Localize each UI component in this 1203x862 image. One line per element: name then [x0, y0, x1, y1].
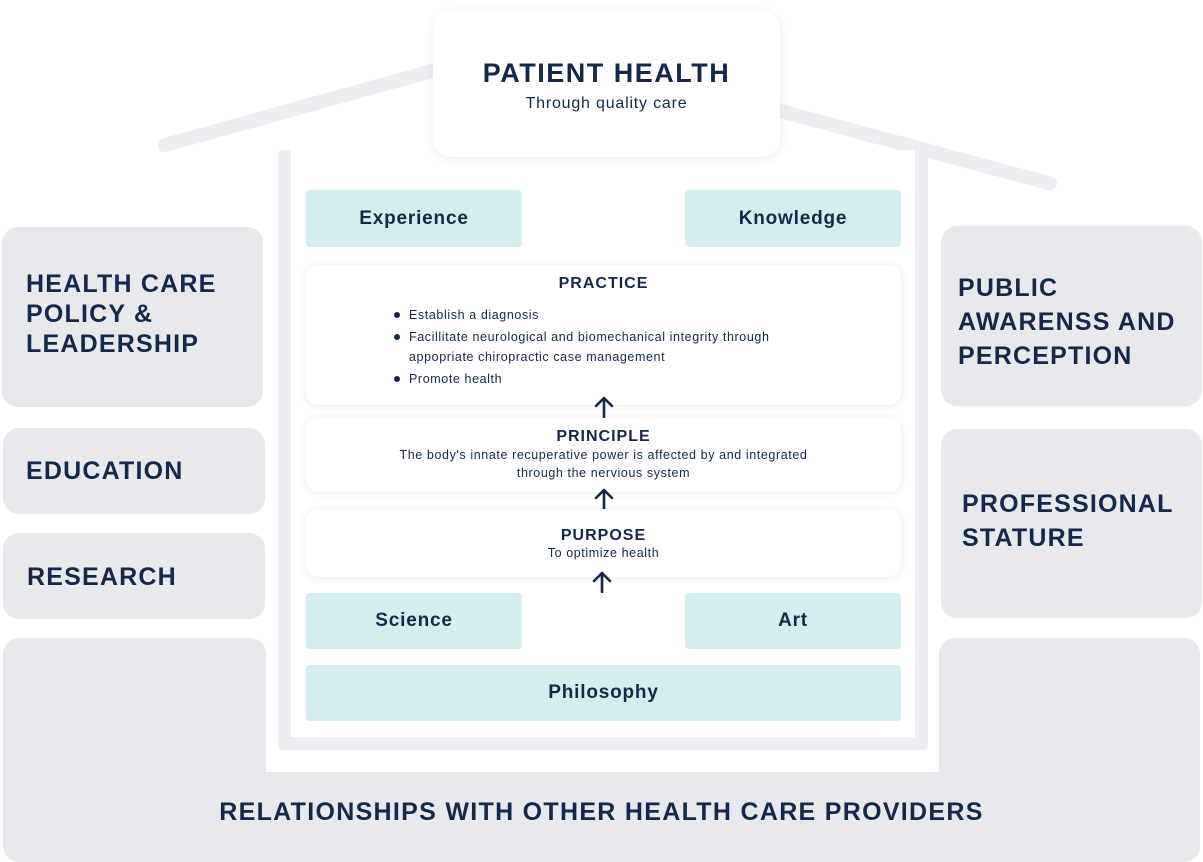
principle-title: PRINCIPLE — [556, 428, 651, 445]
arrow-up-icon — [592, 571, 612, 593]
education-label: EDUCATION — [26, 457, 184, 485]
experience-box: Experience — [306, 190, 522, 247]
science-box: Science — [306, 593, 522, 649]
purpose-card: PURPOSE To optimize health — [306, 509, 901, 577]
practice-card: PRACTICE Establish a diagnosis Facillita… — [306, 265, 901, 405]
principle-card: PRINCIPLE The body's innate recuperative… — [306, 418, 901, 492]
purpose-title: PURPOSE — [560, 527, 647, 544]
purpose-text: To optimize health — [547, 546, 660, 560]
patient-health-title: PATIENT HEALTH — [482, 58, 731, 88]
foundation-label: RELATIONSHIPS WITH OTHER HEALTH CARE PRO… — [219, 798, 984, 826]
public-label: PUBLIC AWARENSS AND PERCEPTION — [958, 274, 1176, 370]
patient-health-card: PATIENT HEALTH Through quality care — [433, 10, 780, 157]
principle-text: The body's innate recuperative power is … — [399, 448, 808, 480]
practice-item: Facillitate neurological and biomechanic… — [394, 327, 784, 367]
patient-health-subtitle: Through quality care — [525, 95, 688, 112]
research-panel: RESEARCH — [3, 533, 265, 619]
philosophy-box: Philosophy — [306, 665, 901, 721]
policy-label: HEALTH CARE POLICY & LEADERSHIP — [26, 270, 217, 358]
public-panel: PUBLIC AWARENSS AND PERCEPTION — [941, 226, 1202, 406]
arrow-up-icon — [594, 488, 614, 510]
policy-panel: HEALTH CARE POLICY & LEADERSHIP — [2, 227, 263, 407]
practice-item: Promote health — [394, 369, 814, 389]
practice-item: Establish a diagnosis — [394, 305, 814, 325]
stature-panel: PROFESSIONAL STATURE — [941, 429, 1202, 618]
knowledge-box: Knowledge — [685, 190, 901, 247]
arrow-up-icon — [594, 396, 614, 418]
practice-title: PRACTICE — [558, 275, 649, 292]
foundation-center-fill — [3, 772, 1200, 812]
practice-list: Establish a diagnosis Facillitate neurol… — [394, 305, 814, 391]
stature-label: PROFESSIONAL STATURE — [962, 490, 1174, 552]
art-box: Art — [685, 593, 901, 649]
education-panel: EDUCATION — [3, 428, 265, 514]
roof-left-line — [156, 62, 442, 154]
research-label: RESEARCH — [27, 563, 177, 591]
